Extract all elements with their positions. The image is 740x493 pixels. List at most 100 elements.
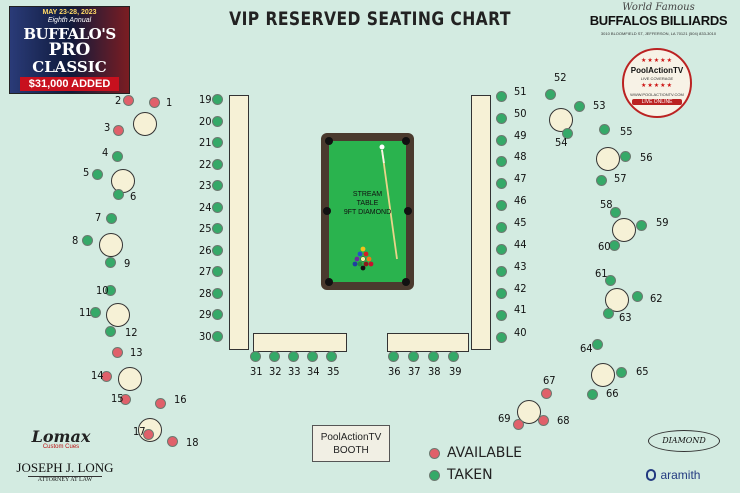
seat-number: 47 [514,172,527,185]
seat-43-taken[interactable] [496,266,507,277]
seat-45-taken[interactable] [496,222,507,233]
seat-number: 39 [449,365,462,378]
seat-number: 9 [124,257,131,270]
seat-61-taken[interactable] [605,275,616,286]
seat-68-available[interactable] [538,415,549,426]
legend-available-dot [429,448,440,459]
seat-number: 14 [91,369,104,382]
seat-32-taken[interactable] [269,351,280,362]
seat-60-taken[interactable] [609,240,620,251]
seat-number: 11 [79,306,92,319]
seat-58-taken[interactable] [610,207,621,218]
seat-59-taken[interactable] [636,220,647,231]
seat-52-taken[interactable] [545,89,556,100]
pool-table [321,133,414,290]
seat-number: 4 [102,146,109,159]
seat-number: 41 [514,303,527,316]
seat-21-taken[interactable] [212,137,223,148]
seat-50-taken[interactable] [496,113,507,124]
seat-36-taken[interactable] [388,351,399,362]
seat-42-taken[interactable] [496,288,507,299]
seat-number: 38 [428,365,441,378]
aramith-logo: aramith [646,466,726,484]
seat-number: 36 [388,365,401,378]
seat-40-taken[interactable] [496,332,507,343]
seat-23-taken[interactable] [212,180,223,191]
seat-19-taken[interactable] [212,94,223,105]
seat-number: 10 [96,284,109,297]
seat-4-taken[interactable] [112,151,123,162]
seat-49-taken[interactable] [496,135,507,146]
seat-33-taken[interactable] [288,351,299,362]
seat-25-taken[interactable] [212,223,223,234]
seat-46-taken[interactable] [496,200,507,211]
seat-39-taken[interactable] [448,351,459,362]
seat-48-taken[interactable] [496,156,507,167]
seat-11-taken[interactable] [90,307,101,318]
seat-16-available[interactable] [155,398,166,409]
stream-logo-sub: LIVE COVERAGE [640,76,674,81]
seat-number: 62 [650,292,663,305]
seat-35-taken[interactable] [326,351,337,362]
seat-number: 3 [104,121,111,134]
diamond-name: DIAMOND [662,436,706,445]
seat-20-taken[interactable] [212,116,223,127]
seat-9-taken[interactable] [105,257,116,268]
seat-44-taken[interactable] [496,244,507,255]
seat-56-taken[interactable] [620,151,631,162]
diamond-logo: DIAMOND [648,430,720,452]
seat-41-taken[interactable] [496,310,507,321]
seat-8-taken[interactable] [82,235,93,246]
seat-13-available[interactable] [112,347,123,358]
seat-31-taken[interactable] [250,351,261,362]
venue-logo: World Famous BUFFALOS BILLIARDS 3010 BLO… [586,2,731,42]
round-table [118,367,142,391]
seat-51-taken[interactable] [496,91,507,102]
seat-number: 12 [125,326,138,339]
seat-28-taken[interactable] [212,288,223,299]
seat-1-available[interactable] [149,97,160,108]
seat-number: 7 [95,211,102,224]
seat-38-taken[interactable] [428,351,439,362]
seat-number: 63 [619,311,632,324]
seat-7-taken[interactable] [106,213,117,224]
seat-30-taken[interactable] [212,331,223,342]
seat-number: 18 [186,436,199,449]
seat-34-taken[interactable] [307,351,318,362]
seat-37-taken[interactable] [408,351,419,362]
seat-number: 64 [580,342,593,355]
seat-66-taken[interactable] [587,389,598,400]
seat-number: 30 [199,330,212,343]
seat-29-taken[interactable] [212,309,223,320]
lomax-sub: Custom Cues [42,444,80,450]
seat-57-taken[interactable] [596,175,607,186]
seat-10-taken[interactable] [105,285,116,296]
seat-6-taken[interactable] [113,189,124,200]
seat-26-taken[interactable] [212,245,223,256]
seat-12-taken[interactable] [105,326,116,337]
seat-62-taken[interactable] [632,291,643,302]
stream-stars: ★★★★★ [641,58,673,64]
seat-5-taken[interactable] [92,169,103,180]
seat-65-taken[interactable] [616,367,627,378]
seat-22-taken[interactable] [212,159,223,170]
event-name-1: BUFFALO'S [23,25,116,43]
seat-24-taken[interactable] [212,202,223,213]
seat-53-taken[interactable] [574,101,585,112]
seat-55-taken[interactable] [599,124,610,135]
seat-67-available[interactable] [541,388,552,399]
seat-3-available[interactable] [113,125,124,136]
seat-number: 46 [514,194,527,207]
seat-17-available[interactable] [143,429,154,440]
seat-2-available[interactable] [123,95,134,106]
seat-27-taken[interactable] [212,266,223,277]
seat-14-available[interactable] [101,371,112,382]
seat-47-taken[interactable] [496,178,507,189]
seat-63-taken[interactable] [603,308,614,319]
seat-54-taken[interactable] [562,128,573,139]
seat-64-taken[interactable] [592,339,603,350]
bottom-right-table [387,333,469,352]
seat-18-available[interactable] [167,436,178,447]
seat-15-available[interactable] [120,394,131,405]
seat-69-available[interactable] [513,419,524,430]
